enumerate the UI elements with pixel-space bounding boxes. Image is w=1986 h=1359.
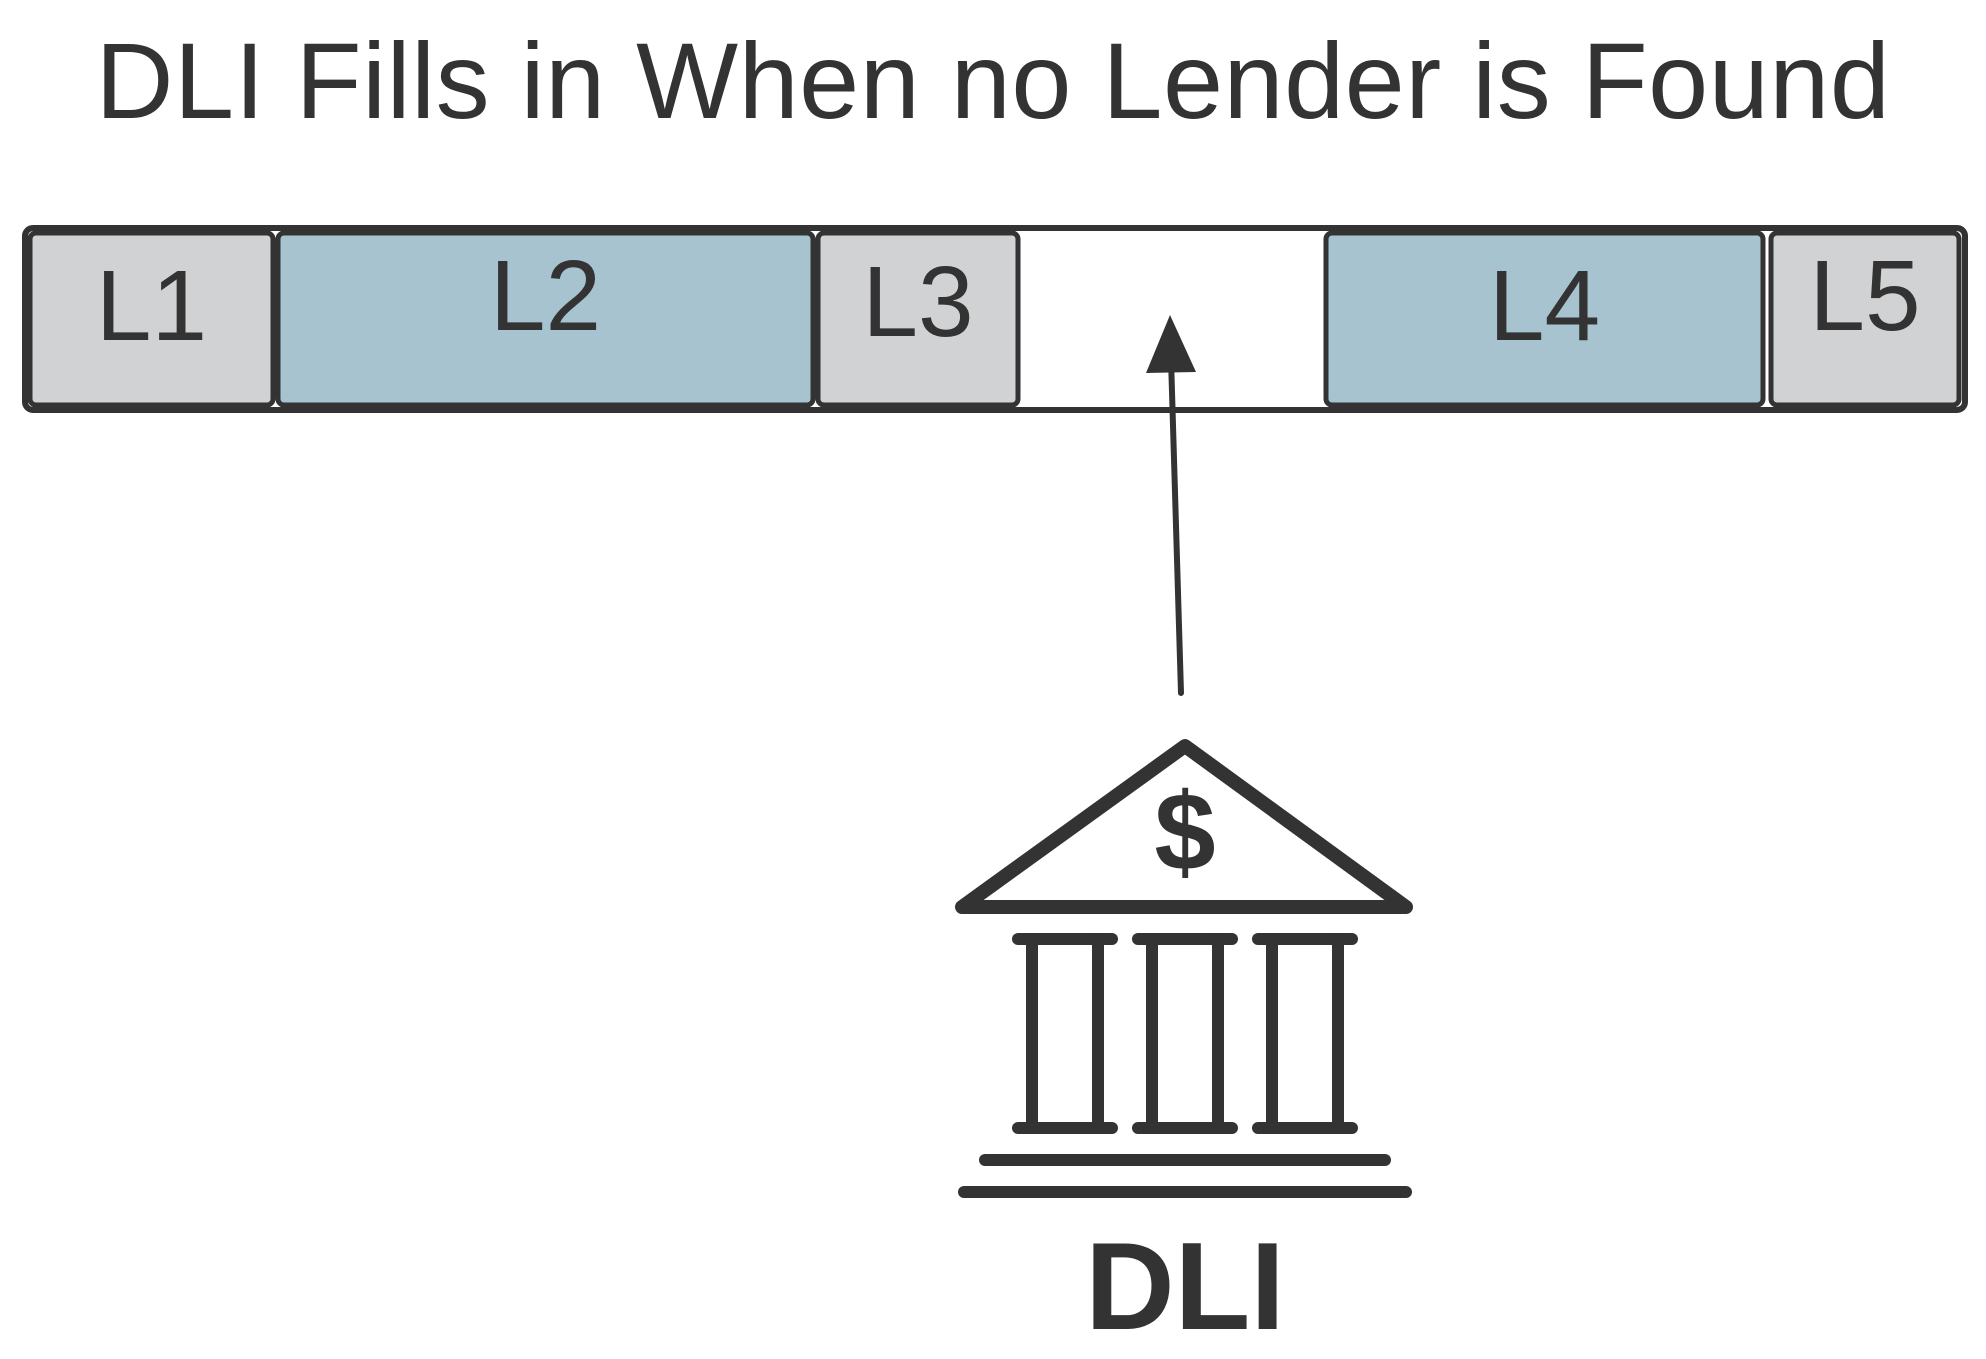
- lender-segment-l5: [1768, 230, 1962, 408]
- lender-segment-label: L2: [490, 240, 601, 352]
- diagram-title: DLI Fills in When no Lender is Found: [95, 20, 1891, 141]
- lender-segments: L1 L2 L3 L4 L5: [27, 230, 1962, 408]
- bank-label: DLI: [1085, 1218, 1285, 1356]
- lender-segment-l2: [275, 230, 816, 408]
- lender-segment-label: L3: [862, 246, 973, 358]
- dollar-sign-icon: $: [1154, 771, 1215, 894]
- arrowhead-icon: [1146, 315, 1196, 373]
- lender-segment-label: L1: [96, 250, 207, 362]
- bank-icon: [955, 739, 1413, 1198]
- lender-segment-label: L4: [1489, 250, 1600, 362]
- lender-bar: L1 L2 L3 L4 L5: [22, 225, 1968, 413]
- fill-arrow: [1146, 315, 1196, 696]
- lender-segment-l1: [27, 230, 276, 408]
- lender-segment-l4: [1323, 230, 1766, 408]
- lender-segment-label: L5: [1809, 240, 1920, 352]
- lender-segment-l3: [815, 230, 1021, 408]
